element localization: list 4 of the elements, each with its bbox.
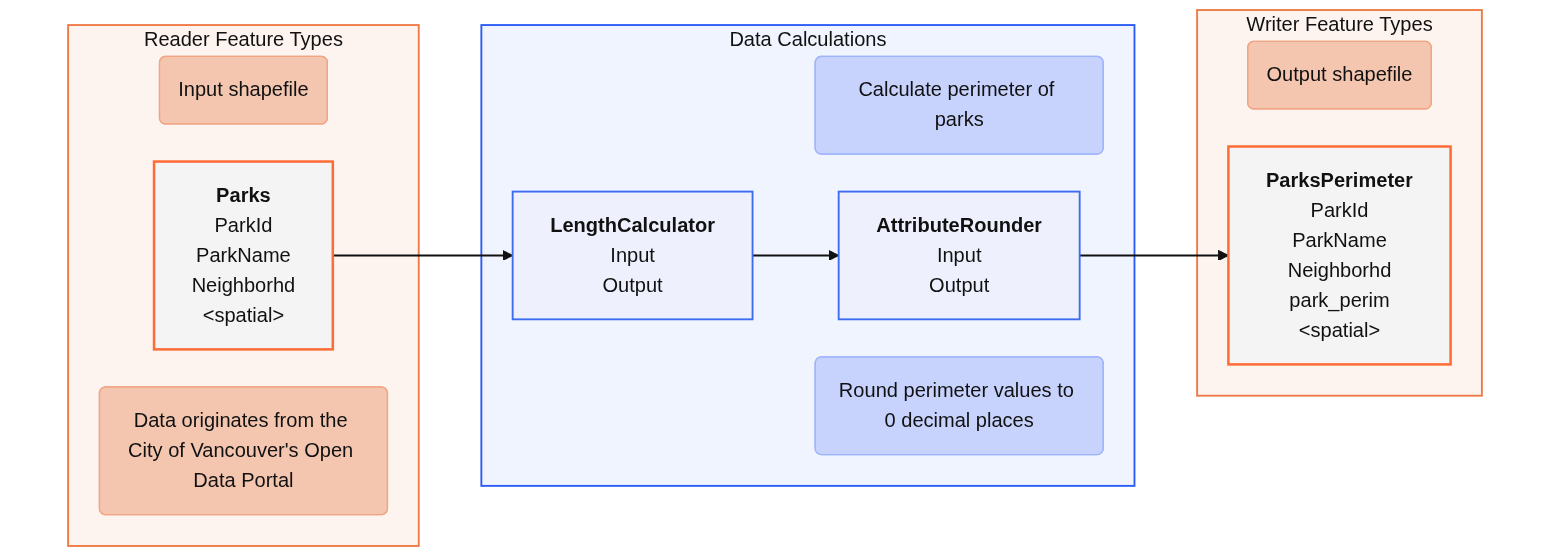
node-box: ParksPerimeter ParkId ParkName Neighborhd park_perim <spatial> [1227,145,1452,366]
node-box: Parks ParkId ParkName Neighborhd <spatial> [152,160,335,351]
node-box: LengthCalculator Input Output [511,190,754,321]
node-box: AttributeRounder Input Output [837,190,1081,321]
